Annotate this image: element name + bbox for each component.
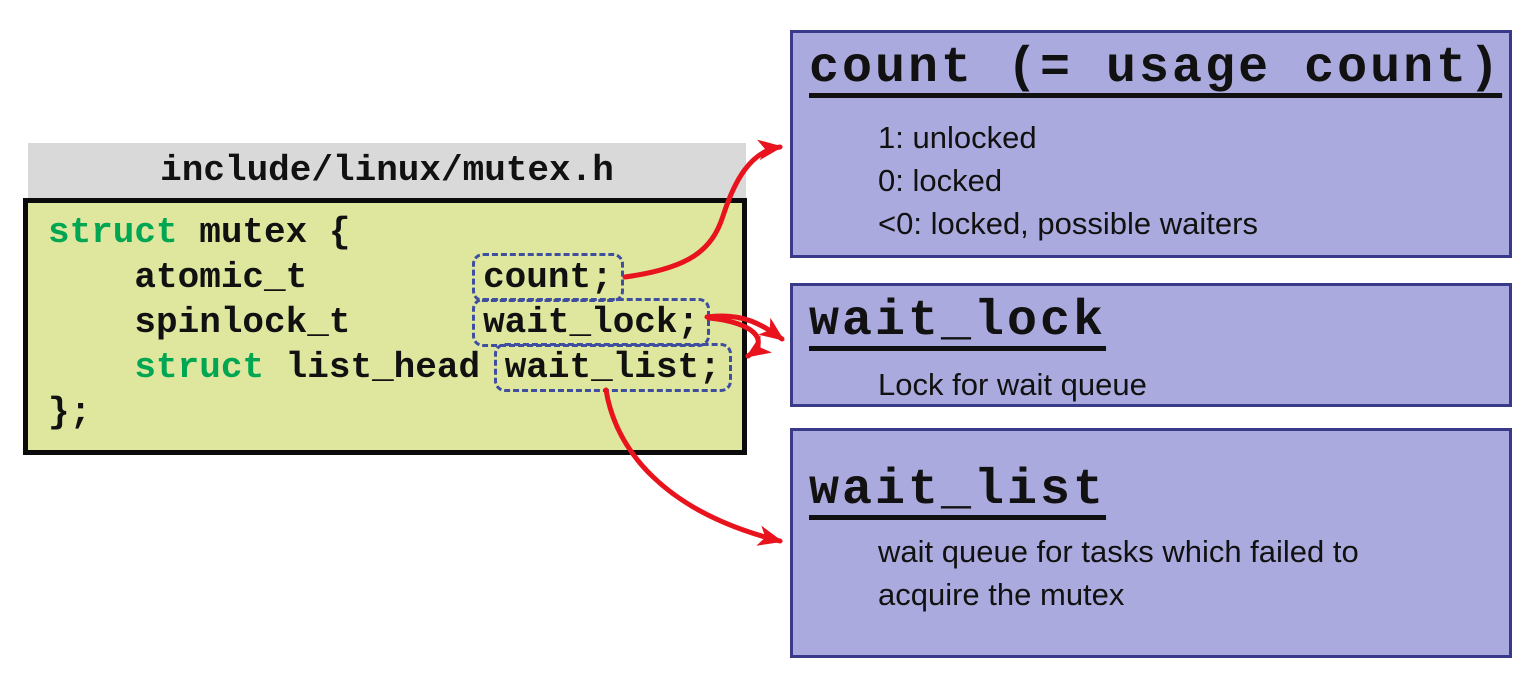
note-wait-list-body: wait queue for tasks which failed to acqu… <box>878 530 1509 616</box>
code-line: struct list_head wait_list; <box>48 343 742 392</box>
mutex-struct-code-box: struct mutex { atomic_t count; spinlock_… <box>23 198 747 455</box>
code-text: spinlock_t <box>48 302 481 343</box>
note-count-title: count (= usage count) <box>809 40 1503 97</box>
code-line: struct mutex { <box>48 210 742 255</box>
code-listing: struct mutex { atomic_t count; spinlock_… <box>28 203 742 435</box>
field-wait_list-outline: wait_list; <box>493 343 732 392</box>
file-header-bar: include/linux/mutex.h <box>28 143 746 198</box>
code-keyword: struct <box>134 347 265 388</box>
code-text: list_head <box>264 347 502 388</box>
note-wait-lock-title: wait_lock <box>809 293 1107 350</box>
note-wait-lock-body: Lock for wait queue <box>878 363 1509 406</box>
code-line: }; <box>48 390 742 435</box>
note-count-box: count (= usage count) 1: unlocked 0: lock… <box>790 30 1512 258</box>
code-text <box>48 347 134 388</box>
code-text: }; <box>48 392 92 433</box>
field-wait_lock-outline: wait_lock; <box>472 298 711 347</box>
code-line: atomic_t count; <box>48 253 742 302</box>
note-body-line: <0: locked, possible waiters <box>878 206 1258 241</box>
note-wait-lock-box: wait_lock Lock for wait queue <box>790 283 1512 407</box>
file-path-label: include/linux/mutex.h <box>160 150 614 191</box>
note-count-body: 1: unlocked 0: locked <0: locked, possible… <box>878 116 1509 245</box>
note-wait-list-title: wait_list <box>809 462 1107 519</box>
code-keyword: struct <box>48 212 178 253</box>
note-wait-list-box: wait_list wait queue for tasks which fai… <box>790 428 1512 658</box>
note-body-line: wait queue for tasks which failed to <box>878 534 1359 569</box>
note-body-line: Lock for wait queue <box>878 367 1147 402</box>
code-line: spinlock_t wait_lock; <box>48 298 742 347</box>
code-text: atomic_t <box>48 257 481 298</box>
code-text: mutex { <box>177 212 351 253</box>
note-body-line: 1: unlocked <box>878 120 1037 155</box>
note-body-line: acquire the mutex <box>878 577 1125 612</box>
field-count-outline: count; <box>472 253 624 302</box>
note-body-line: 0: locked <box>878 163 1003 198</box>
